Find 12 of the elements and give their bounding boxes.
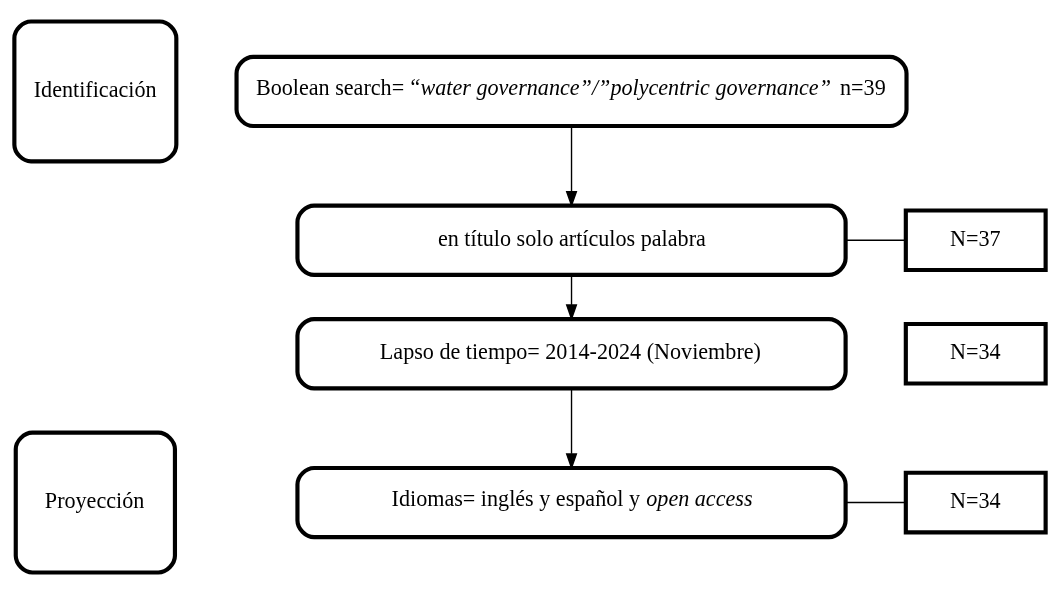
node-box: N=37 (903, 207, 1048, 272)
node-box: Identificación (12, 18, 179, 163)
connector (845, 501, 907, 503)
node-box: Proyección (13, 430, 177, 575)
connector (845, 239, 907, 241)
node-box: en título solo artículos palabra (295, 203, 848, 277)
node-box: Idiomas= inglés y español y open access (295, 465, 848, 539)
node-box: Lapso de tiempo= 2014-2024 (Noviembre) (295, 316, 848, 390)
arrow (565, 125, 578, 208)
node-box: N=34 (903, 321, 1048, 386)
node-box: Boolean search= “water governance”/”polycentric governance” n=39 (234, 54, 909, 128)
node-box: N=34 (903, 470, 1048, 534)
